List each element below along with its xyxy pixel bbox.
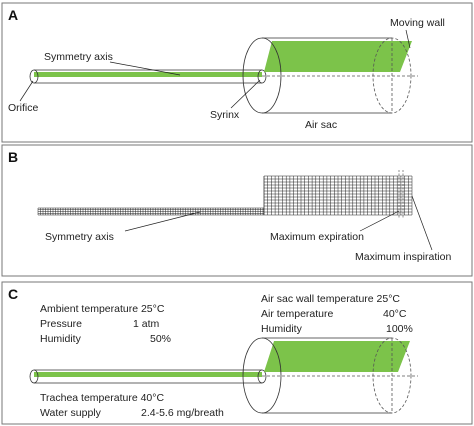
panel-c: C Ambient temperature 25°C Pressure 1 at…: [1, 281, 473, 425]
text-air-sac-wall-temperature: Air sac wall temperature 25°C: [261, 293, 400, 305]
text-sac-humidity-value: 100%: [386, 323, 413, 335]
panel-c-letter: C: [8, 286, 18, 302]
trachea-fill-c: [34, 372, 262, 377]
panel-a-frame: [1, 2, 473, 143]
air-sac-cylinder-c: [242, 337, 418, 414]
leader-syrinx: [230, 79, 261, 109]
text-pressure-label: Pressure: [40, 318, 82, 330]
air-sac-green-region-c: [264, 341, 410, 372]
air-sac-green-region: [264, 41, 412, 72]
text-ambient-temperature: Ambient temperature 25°C: [40, 303, 165, 315]
panel-b-frame: [1, 144, 473, 277]
text-air-temperature-label: Air temperature: [261, 308, 334, 320]
label-orifice: Orifice: [8, 102, 38, 114]
leader-max-expiration: [359, 210, 400, 232]
text-water-supply-value: 2.4-5.6 mg/breath: [141, 407, 224, 419]
label-max-expiration: Maximum expiration: [270, 231, 364, 243]
trachea-tube-c: [29, 369, 267, 384]
label-syrinx: Syrinx: [210, 109, 240, 121]
panel-c-frame: [1, 281, 473, 425]
label-air-sac: Air sac: [305, 119, 337, 131]
text-humidity-label: Humidity: [40, 333, 82, 345]
leader-max-inspiration: [411, 195, 433, 251]
text-air-temperature-value: 40°C: [383, 308, 407, 320]
leader-symmetry-axis-b: [124, 211, 201, 232]
text-sac-humidity-label: Humidity: [261, 323, 303, 335]
syrinx-ellipse: [257, 69, 267, 84]
computational-mesh: [37, 170, 413, 218]
leader-orifice: [19, 80, 34, 102]
label-moving-wall: Moving wall: [390, 17, 445, 29]
trachea-tube: [29, 69, 267, 84]
label-symmetry-axis-b: Symmetry axis: [45, 231, 114, 243]
orifice-ellipse: [29, 69, 39, 84]
leader-moving-wall: [405, 29, 411, 49]
leader-symmetry-axis-a: [109, 61, 181, 76]
label-symmetry-axis-a: Symmetry axis: [44, 51, 113, 63]
air-sac-left-end: [242, 37, 282, 114]
text-pressure-value: 1 atm: [133, 318, 160, 330]
panel-b: B Symmetry axis Maximum expiration Maxim…: [1, 144, 473, 277]
panel-a-letter: A: [8, 7, 18, 23]
panel-b-letter: B: [8, 149, 18, 165]
trachea-fill: [34, 72, 262, 77]
text-trachea-temperature: Trachea temperature 40°C: [40, 392, 164, 404]
text-water-supply-label: Water supply: [40, 407, 102, 419]
panel-a: A Symmetry axis Orifice Syrinx Air sac: [1, 2, 473, 143]
air-sac-cylinder: [242, 37, 418, 114]
label-max-inspiration: Maximum inspiration: [355, 251, 451, 263]
text-humidity-value: 50%: [150, 333, 171, 345]
